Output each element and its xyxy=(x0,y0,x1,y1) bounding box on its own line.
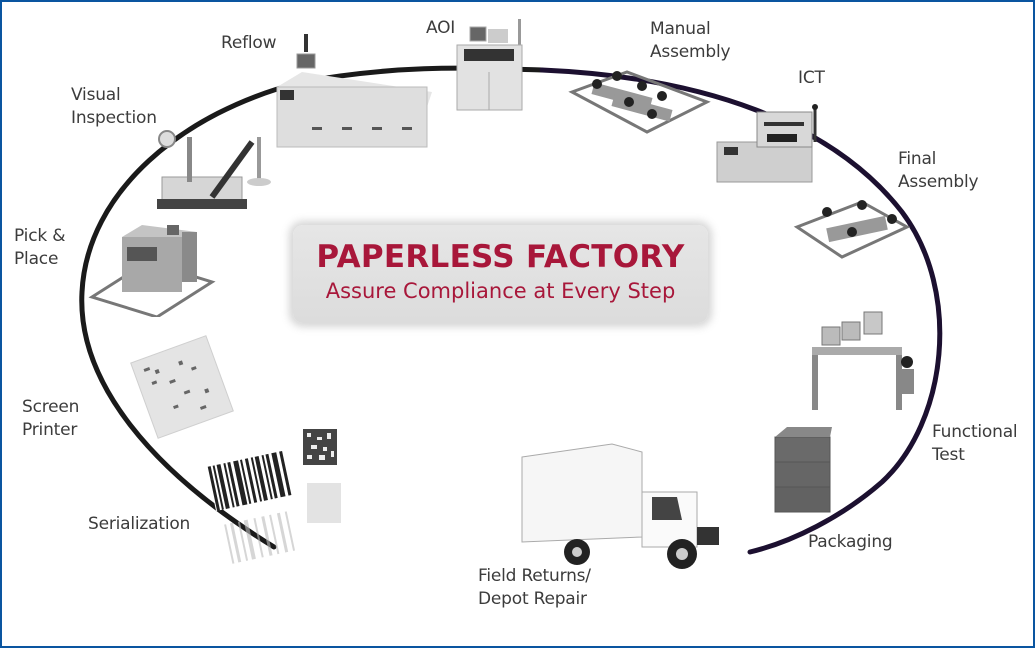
stage-label-pick-and-place: Pick & Place xyxy=(14,226,66,269)
stage-label-manual-assembly: Manual Assembly xyxy=(650,19,731,62)
diagram-subtitle: Assure Compliance at Every Step xyxy=(325,279,676,303)
pick-place-machine-icon xyxy=(88,225,216,317)
loop-arc-left xyxy=(79,65,545,550)
stage-label-final-assembly: Final Assembly xyxy=(898,149,979,192)
aoi-machine-icon xyxy=(456,19,523,111)
test-workstation-icon xyxy=(812,311,914,410)
microscope-icon xyxy=(157,130,271,209)
stage-label-reflow: Reflow xyxy=(221,33,277,53)
stage-label-aoi: AOI xyxy=(426,18,456,38)
workers-table-icon xyxy=(568,70,711,134)
boxes-icon xyxy=(774,427,832,513)
ict-tester-icon xyxy=(716,104,818,183)
stencil-icon xyxy=(130,335,234,439)
barcode-icon xyxy=(207,429,341,564)
stage-label-screen-printer: Screen Printer xyxy=(22,397,80,440)
workers-table-icon xyxy=(793,200,911,259)
stage-label-packaging: Packaging xyxy=(808,532,893,552)
reflow-oven-icon xyxy=(276,34,432,148)
stage-label-ict: ICT xyxy=(798,68,825,88)
stage-label-field-returns: Field Returns/ Depot Repair xyxy=(478,566,591,609)
diagram-title: PAPERLESS FACTORY xyxy=(316,239,685,275)
stage-label-serialization: Serialization xyxy=(88,514,191,534)
truck-icon xyxy=(521,443,719,569)
stage-label-functional-test: Functional Test xyxy=(932,422,1018,465)
title-box: PAPERLESS FACTORY Assure Compliance at E… xyxy=(293,225,708,323)
loop-arc-right xyxy=(539,67,943,555)
stage-label-visual-inspection: Visual Inspection xyxy=(71,85,157,128)
